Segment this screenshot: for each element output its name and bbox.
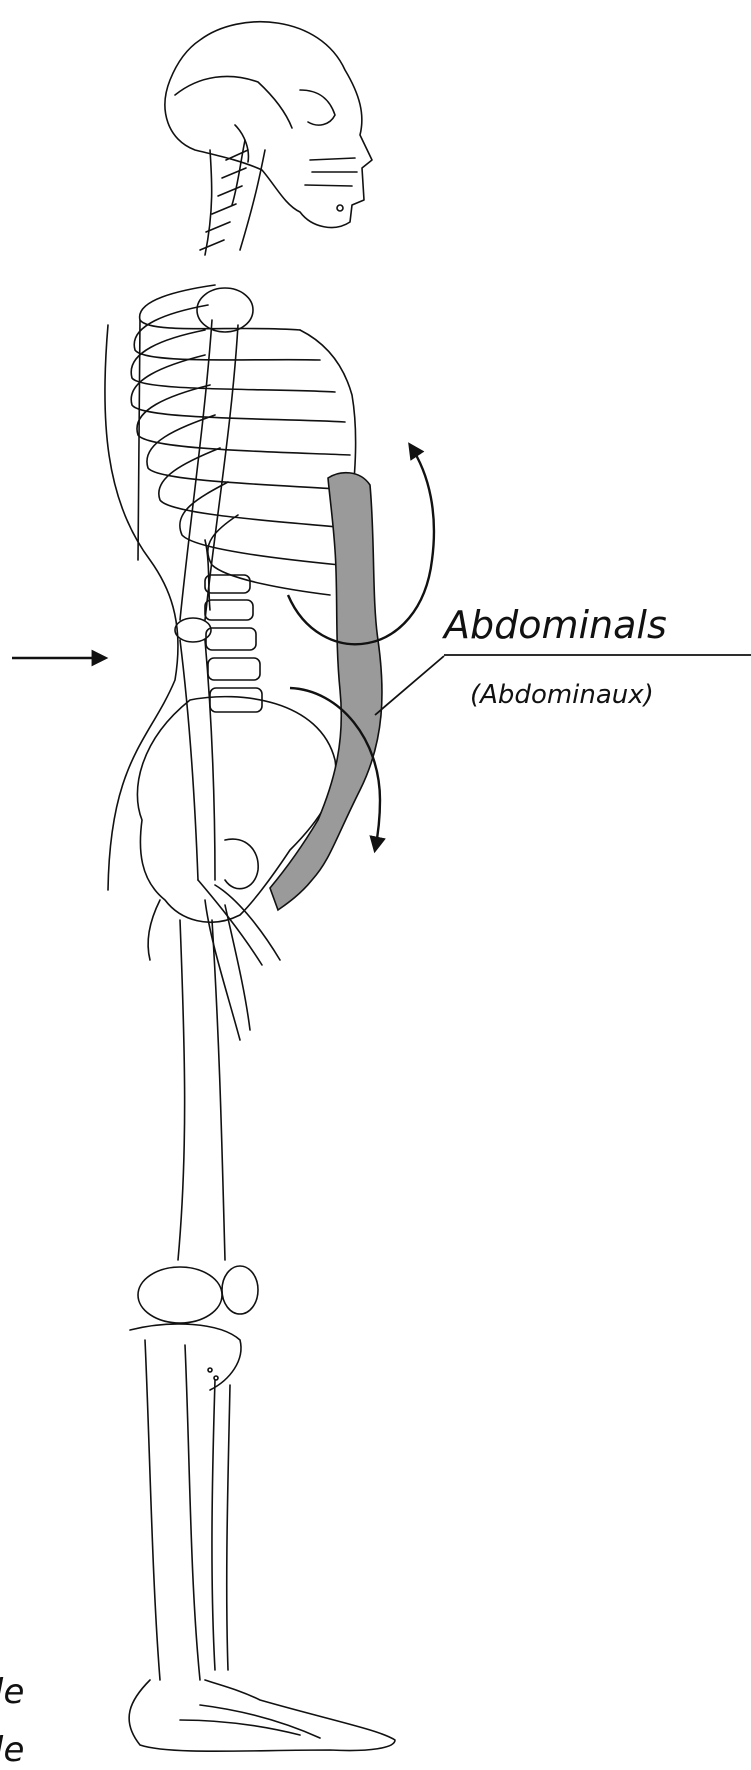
abdominal-muscle xyxy=(270,473,382,910)
arm xyxy=(175,288,280,1040)
cropped-text-fragment: le xyxy=(0,1672,24,1712)
lower-leg xyxy=(130,1324,241,1680)
skull xyxy=(165,22,372,228)
cropped-text-fragment: le xyxy=(0,1730,24,1770)
cervical-spine xyxy=(200,140,265,255)
rib-cage xyxy=(131,285,355,595)
foot xyxy=(129,1680,395,1751)
leader-line xyxy=(375,656,444,715)
muscle-label-translation: (Abdominaux) xyxy=(470,680,654,710)
pelvis xyxy=(137,697,335,960)
femur xyxy=(138,920,258,1323)
muscle-label: Abdominals xyxy=(444,603,667,647)
